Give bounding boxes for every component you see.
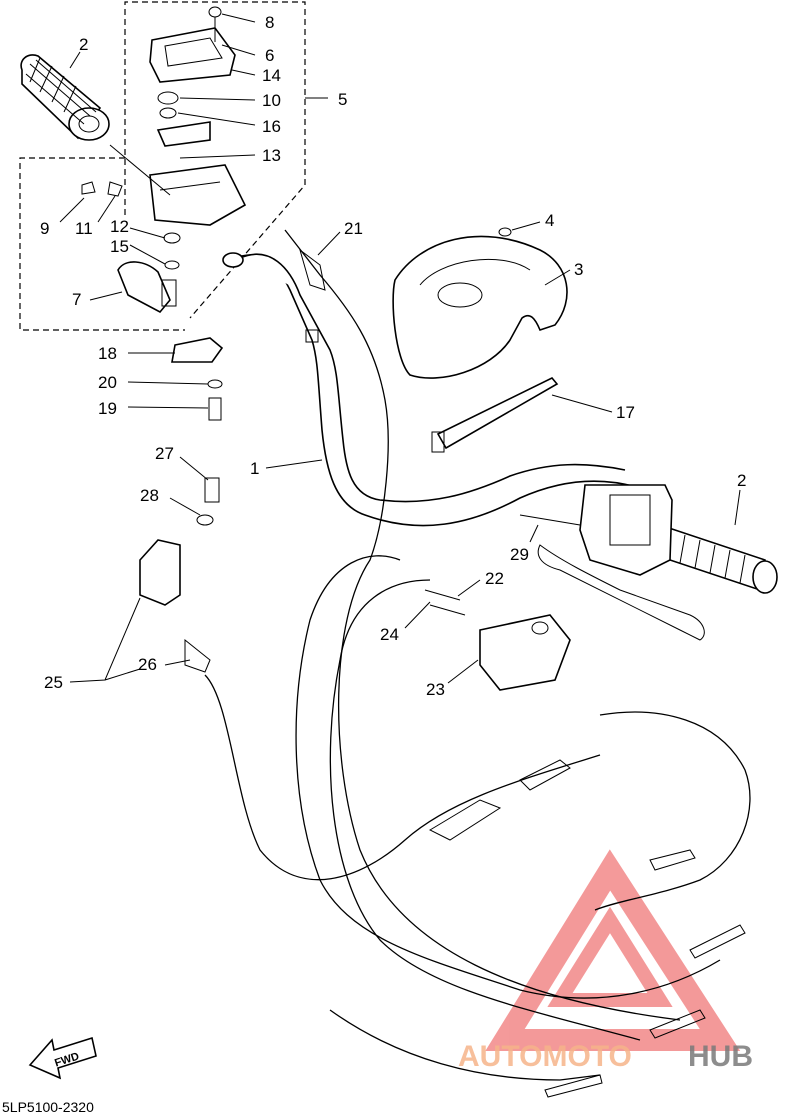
group-box-5 (124, 1, 328, 319)
callout-24: 24 (380, 625, 399, 644)
callout-17: 17 (616, 403, 635, 422)
callout-25: 25 (44, 673, 63, 692)
callout-11: 11 (75, 219, 93, 238)
callout-14: 14 (262, 66, 281, 85)
callout-4: 4 (545, 211, 554, 230)
fwd-arrow-icon: FWD (28, 1036, 97, 1080)
watermark-text: AUTOMOTO HUB (458, 1040, 753, 1073)
watermark-logo (485, 849, 741, 1051)
watermark-part2: HUB (688, 1040, 753, 1073)
callout-18: 18 (98, 344, 117, 363)
right-grip (654, 523, 778, 594)
callout-7: 7 (72, 290, 81, 309)
callout-27: 27 (155, 444, 174, 463)
callout-6: 6 (265, 46, 274, 65)
callout-15: 15 (110, 237, 129, 256)
callout-19: 19 (98, 399, 117, 418)
callout-1: 1 (250, 459, 259, 478)
diagram-code: 5LP5100-2320 (2, 1099, 94, 1115)
right-switch-assembly (537, 484, 705, 641)
callout-28: 28 (140, 486, 159, 505)
callout-8: 8 (265, 13, 274, 32)
callout-22: 22 (485, 569, 504, 588)
callout-20: 20 (98, 373, 117, 392)
callout-2-right: 2 (737, 471, 746, 490)
callout-16: 16 (262, 117, 281, 136)
group-box-7 (19, 157, 185, 331)
watermark-part1: AUTOMOTO (458, 1040, 632, 1073)
callout-2-left: 2 (79, 35, 88, 54)
callout-29: 29 (510, 545, 529, 564)
throttle-housing (81, 6, 247, 421)
callout-12: 12 (110, 217, 129, 236)
callout-3: 3 (574, 260, 583, 279)
cable-tie (431, 377, 559, 453)
callout-9: 9 (40, 219, 49, 238)
handlebar-cover (392, 227, 568, 379)
throttle-lever (139, 477, 220, 673)
callout-labels: 1 2 2 3 4 5 6 7 8 9 10 11 12 13 14 15 16… (40, 13, 746, 699)
callout-26: 26 (138, 655, 157, 674)
leader-lines (59, 13, 741, 684)
callout-5: 5 (338, 90, 347, 109)
cables (204, 229, 751, 1098)
callout-23: 23 (426, 680, 445, 699)
callout-21: 21 (344, 219, 363, 238)
cable-switch (479, 614, 571, 691)
callout-10: 10 (262, 91, 281, 110)
left-grip (20, 54, 110, 141)
callout-13: 13 (262, 146, 281, 165)
